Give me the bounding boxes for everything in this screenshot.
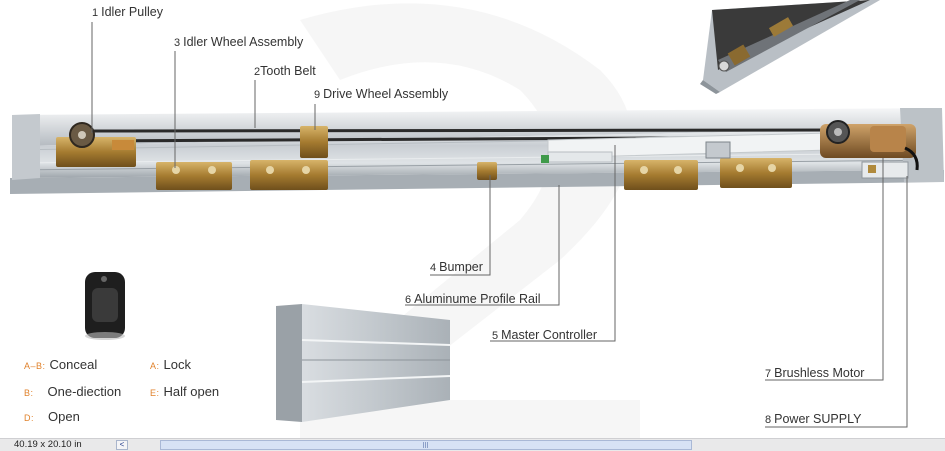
idler-pulley [56, 122, 136, 167]
inset-photo [700, 0, 880, 94]
leader-line-5 [490, 145, 616, 342]
bumper [477, 162, 497, 180]
leader-lines [91, 22, 908, 428]
leader-line-8 [765, 176, 908, 428]
idler-wheel-assembly [156, 158, 792, 190]
legend-open: D:Open [24, 409, 80, 424]
profile-rail-section [276, 304, 451, 422]
horizontal-scrollbar[interactable] [160, 440, 692, 450]
scroll-left-button[interactable]: < [116, 440, 128, 450]
legend-lock: A:Lock [150, 357, 191, 372]
leader-line-6 [405, 185, 560, 306]
leader-line-7 [765, 158, 884, 381]
document-size-readout: 40.19 x 20.10 in [14, 439, 82, 450]
leader-line-4 [430, 175, 491, 276]
brushless-motor [820, 120, 919, 171]
legend-conceal: A–B:Conceal [24, 357, 98, 372]
callout-tooth-belt: 2Tooth Belt [254, 64, 316, 78]
status-bar: 40.19 x 20.10 in < [0, 438, 945, 451]
drive-wheel-assembly [300, 126, 731, 159]
scrollbar-grip-icon[interactable] [423, 442, 429, 448]
key-switch-remote [85, 272, 125, 340]
power-supply [861, 161, 909, 179]
legend-one-direction: B:One-diection [24, 384, 122, 399]
legend-half-open: E:Half open [150, 384, 220, 399]
